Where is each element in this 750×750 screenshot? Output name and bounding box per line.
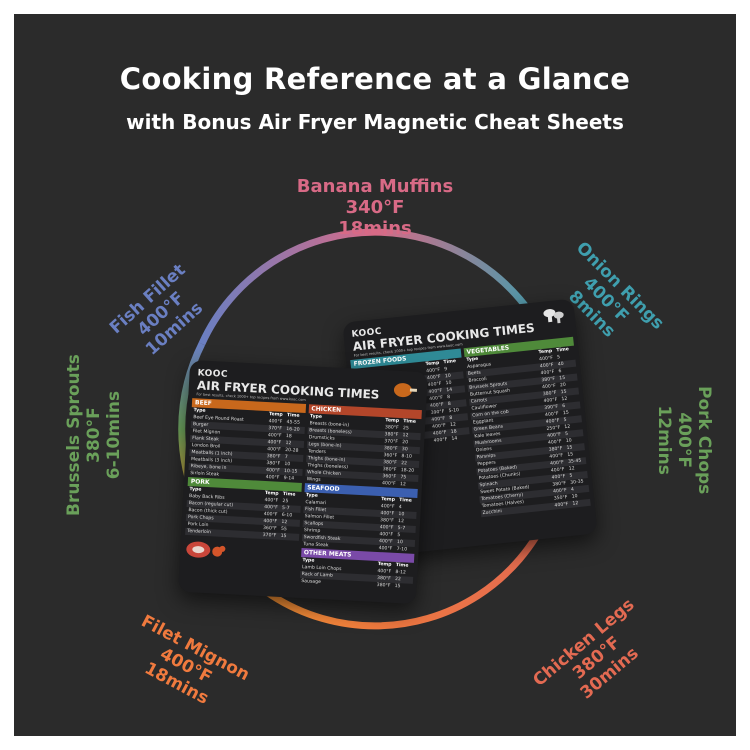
label-time: 12mins xyxy=(653,405,674,475)
label-banana-muffins: Banana Muffins 340°F 18mins xyxy=(14,176,736,240)
section-other-meats: OTHER MEATS Type Temp Time Lamb Loin Cho… xyxy=(299,547,415,591)
cell-temp: 400°F xyxy=(433,437,448,444)
section-chicken: CHICKEN Type Temp Time Breasts (bone-in)… xyxy=(304,404,422,489)
cell-time: 12 xyxy=(399,482,406,488)
cell-time: 15 xyxy=(394,583,401,590)
label-name: Pork Chops xyxy=(694,386,714,495)
cell-time: 14 xyxy=(451,436,458,442)
chicken-leg-icon xyxy=(392,381,419,400)
label-temp: 380°F xyxy=(84,407,105,463)
label-pork-chops: Pork Chops 400°F 12mins xyxy=(654,386,714,494)
label-temp: 400°F xyxy=(673,412,694,468)
subtitle: with Bonus Air Fryer Magnetic Cheat Shee… xyxy=(126,110,624,134)
mushroom-icon xyxy=(542,306,566,326)
cheat-sheet-card-front: KOOC AIR FRYER COOKING TIMES For best re… xyxy=(178,359,428,605)
cell-temp: 400°F xyxy=(554,502,569,509)
label-time: 6-10mins xyxy=(104,390,125,480)
cheat-sheet-card-back: KOOC AIR FRYER COOKING TIMES For best re… xyxy=(342,298,598,558)
label-temp: 340°F xyxy=(345,197,405,219)
cell-time: 15 xyxy=(280,533,287,540)
cell-temp: 400°F xyxy=(378,546,393,552)
poster: Cooking Reference at a Glance with Bonus… xyxy=(14,14,736,736)
column-left: BEEF Type Temp Time Beef Eye Round Roast… xyxy=(183,398,306,585)
cell-temp: 370°F xyxy=(262,532,277,539)
cell-time: 9-14 xyxy=(283,475,295,482)
steak-icon xyxy=(184,538,299,570)
section-beef: BEEF Type Temp Time Beef Eye Round Roast… xyxy=(188,398,306,483)
cell-time: 12 xyxy=(572,501,579,507)
cell-temp: 380°F xyxy=(376,583,391,589)
cell-temp: 400°F xyxy=(265,475,280,481)
label-brussels-sprouts: Brussels Sprouts 380°F 6-10mins xyxy=(64,354,124,516)
main-title: Cooking Reference at a Glance xyxy=(119,62,631,96)
label-time: 18mins xyxy=(338,218,412,240)
column-right: CHICKEN Type Temp Time Breasts (bone-in)… xyxy=(299,404,422,591)
ring-arc-top xyxy=(198,228,552,346)
cell-temp: 400°F xyxy=(381,481,396,487)
cell-time: 7-10 xyxy=(396,546,408,553)
label-name: Brussels Sprouts xyxy=(64,354,84,516)
label-name: Banana Muffins xyxy=(296,176,454,197)
